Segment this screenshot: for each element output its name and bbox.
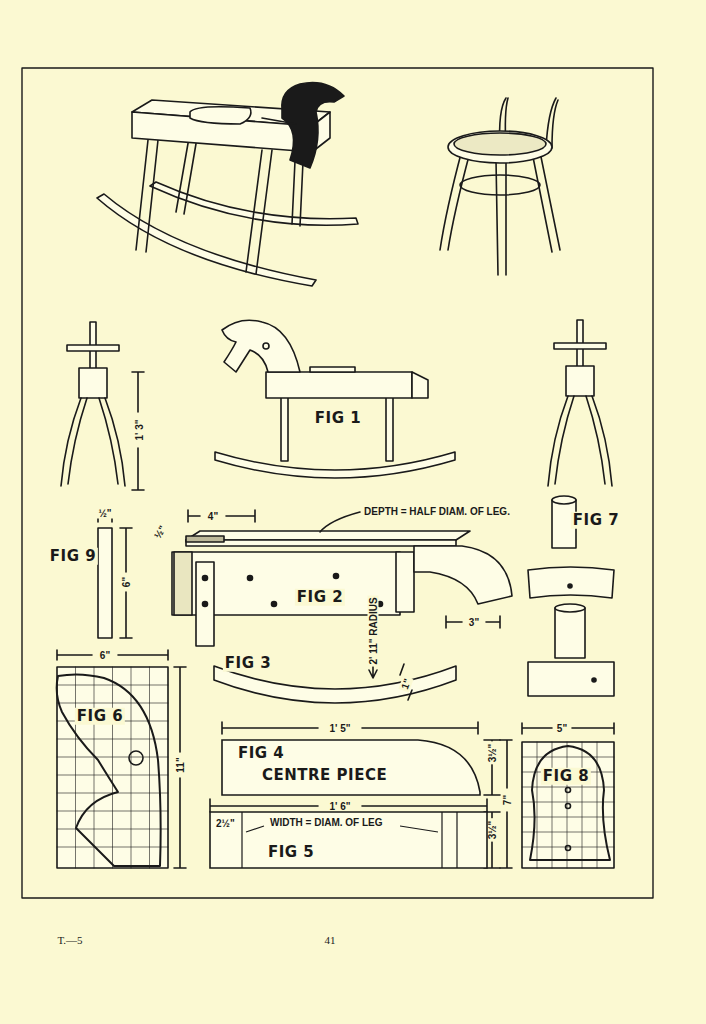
figure-label: FIG 5 — [266, 844, 316, 861]
head-pattern-grid — [57, 650, 186, 868]
figure-label: FIG 2 — [295, 589, 345, 606]
dimension-text: 6" — [98, 650, 112, 661]
note-text: WIDTH = DIAM. OF LEG — [268, 817, 385, 828]
figure-label: FIG 6 — [75, 708, 125, 725]
page-number: 41 — [323, 934, 338, 946]
dimension-text: 1' 3" — [134, 417, 145, 442]
dimension-text: 7" — [502, 793, 513, 807]
stand-drawing — [548, 320, 612, 486]
dimension-text: 1' 6" — [327, 801, 352, 812]
dimension-text: 3½" — [487, 819, 498, 842]
page-frame — [22, 68, 653, 898]
dimension-text: 3½" — [487, 742, 498, 765]
dimension-text: 11" — [175, 755, 186, 774]
dimension-text: 3" — [467, 617, 481, 628]
note-text: DEPTH = HALF DIAM. OF LEG. — [362, 506, 512, 517]
centre-piece-part: FIG 4 CENTRE PIECE — [222, 740, 480, 795]
peg-part — [98, 511, 132, 638]
dimension-text: 4" — [206, 511, 220, 522]
body-assembly — [172, 510, 512, 646]
saddle-pattern-grid — [522, 723, 614, 868]
rocking-horse-perspective — [97, 83, 358, 287]
dimension-text: ½" — [151, 522, 169, 542]
part-name: CENTRE PIECE — [260, 767, 389, 784]
bentwood-chair — [440, 98, 560, 275]
figure-label: FIG 9 — [48, 548, 98, 565]
dimension-text: 2' 11" RADIUS — [368, 595, 379, 666]
figure-label: FIG 7 — [571, 512, 621, 529]
dimension-text: ½" — [96, 508, 113, 519]
rocker-part — [214, 653, 456, 703]
rocking-horse-side — [215, 320, 455, 478]
stand-drawing — [61, 322, 125, 486]
side-board-part: 2½" WIDTH = DIAM. OF LEG FIG 5 — [210, 812, 487, 868]
page-code: T.—5 — [55, 934, 84, 946]
dimension-text: 2½" — [214, 818, 237, 829]
dimension-text: 6" — [121, 575, 132, 589]
dimension-text: 5" — [555, 723, 569, 734]
figure-label: FIG 1 — [313, 410, 363, 427]
dimension-line — [132, 372, 144, 490]
figure-label: FIG 4 — [236, 745, 286, 762]
dimension-lines — [210, 722, 512, 868]
figure-label: FIG 8 — [541, 768, 591, 785]
dimension-text: 1' 5" — [327, 723, 352, 734]
figure-label: FIG 3 — [223, 655, 273, 672]
